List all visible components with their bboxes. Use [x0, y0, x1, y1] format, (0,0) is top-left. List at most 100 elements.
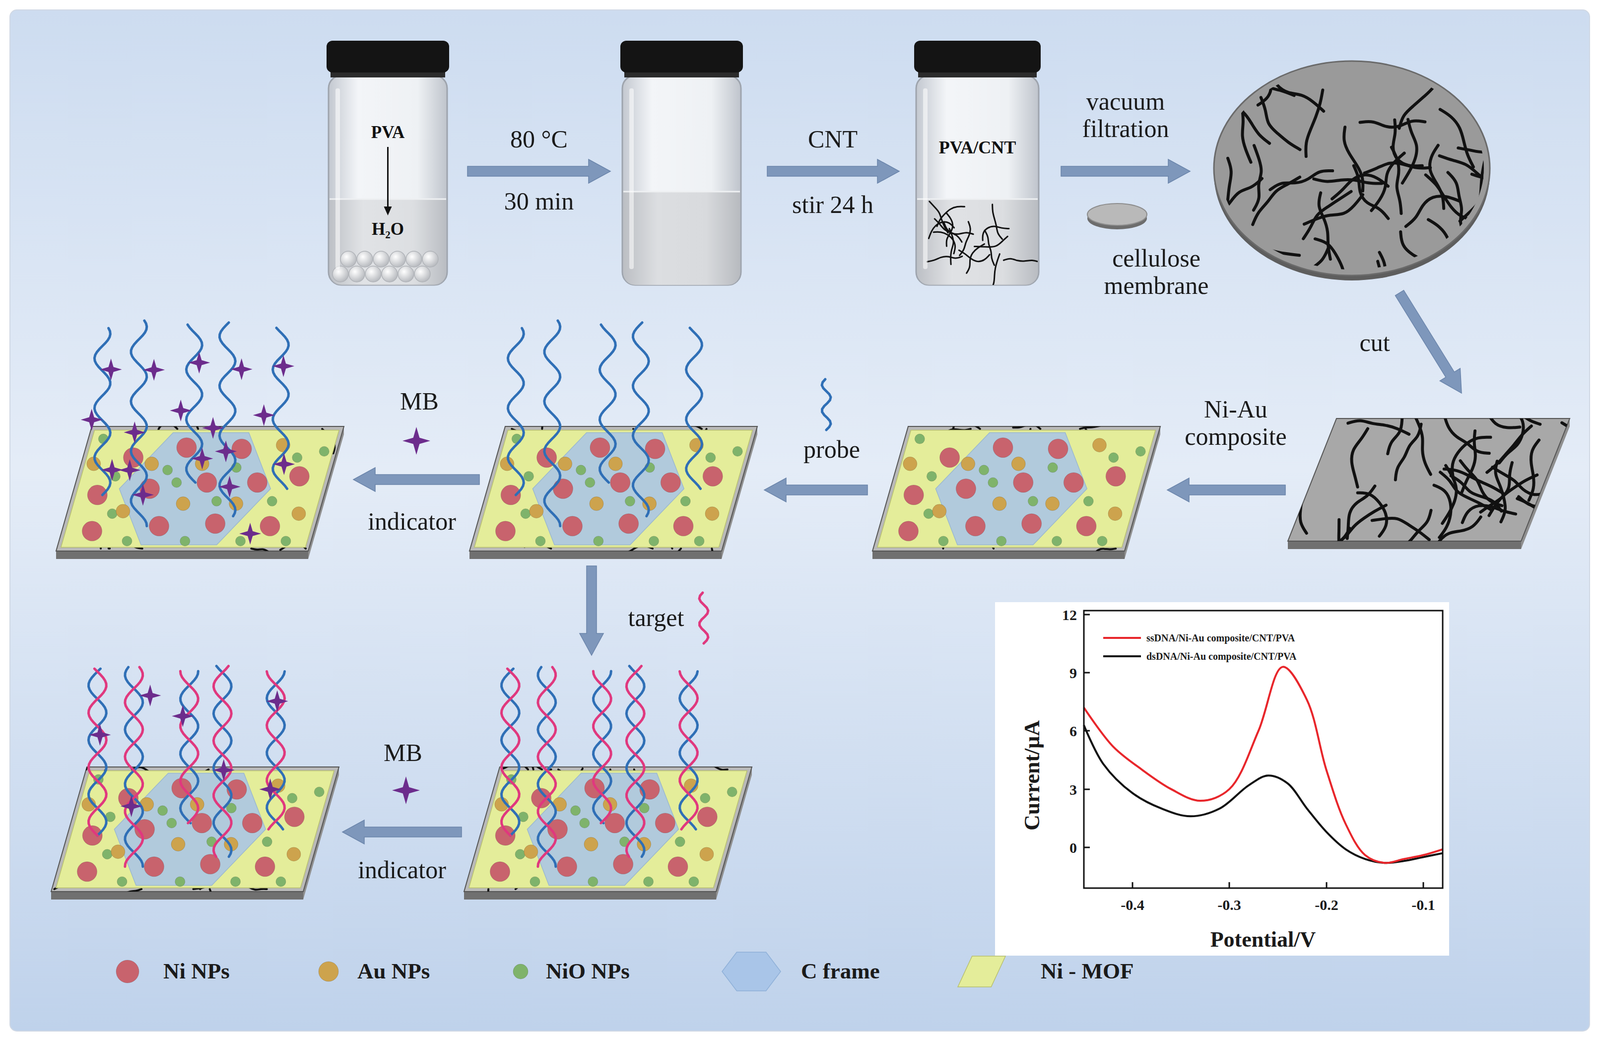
ni-particle [205, 513, 226, 534]
ni-particle [898, 521, 919, 541]
carbon-nanotube [1387, 395, 1405, 454]
nio-particle [535, 535, 546, 546]
legend-swatch [115, 959, 140, 984]
methylene-blue-star [272, 354, 295, 377]
carbon-nanotube [1402, 119, 1417, 183]
ni-particle [260, 516, 280, 536]
nio-particle [523, 470, 534, 481]
jar-highlight [629, 88, 634, 269]
au-particle [961, 456, 976, 471]
reagent-label: probe [803, 435, 861, 464]
carbon-nanotube [1233, 238, 1300, 256]
nio-particle [705, 452, 716, 463]
target-strand [501, 668, 520, 836]
carbon-nanotube [711, 548, 714, 578]
methylene-blue-star [171, 704, 194, 727]
nio-particle [732, 446, 743, 457]
jar-highlight [923, 88, 928, 269]
process-arrow [764, 477, 868, 502]
part-label: cellulose membrane [1096, 244, 1216, 300]
dna-strands [507, 320, 702, 527]
au-particle [524, 844, 538, 859]
cnt-network [1286, 373, 1584, 580]
dissolve-arrow [387, 146, 389, 208]
au-particle [1011, 456, 1026, 471]
tick-label: 6 [1069, 722, 1077, 739]
plot-frame [1083, 610, 1443, 888]
liquid [329, 199, 447, 285]
ni-particle [148, 516, 169, 536]
au-particle [705, 506, 720, 521]
methylene-blue-star [88, 723, 111, 746]
plate-top [469, 426, 758, 551]
ni-particle [556, 856, 577, 877]
carbon-nanotube [1335, 505, 1387, 544]
carbon-nanotube [958, 250, 990, 262]
axis-title: Current/μA [1020, 720, 1045, 831]
swatch-shape [115, 959, 140, 984]
jar-label: H₂O [371, 219, 404, 240]
methylene-blue-star [392, 776, 420, 804]
probe-strand [593, 670, 611, 823]
legend-swatch [512, 963, 529, 980]
methylene-blue-star [266, 690, 289, 713]
nio-particle [576, 465, 587, 475]
swatch-dot [116, 959, 139, 983]
carbon-nanotube [1315, 238, 1349, 294]
probe-strand [679, 671, 698, 830]
probe-strand [686, 328, 703, 489]
ni-particle [955, 478, 976, 499]
carbon-nanotube [1261, 97, 1301, 150]
carbon-nanotube [1088, 548, 1116, 556]
plate-front [51, 891, 304, 900]
jar-label: PVA [371, 123, 405, 143]
probe-strand [125, 666, 143, 867]
au-particle [144, 456, 159, 471]
carbon-nanotube [113, 888, 142, 897]
dissolve-arrowhead [384, 206, 393, 216]
carbon-nanotube [251, 548, 277, 559]
probe-strand [821, 379, 831, 430]
electrode-plate [872, 405, 1161, 559]
ni-particle [176, 437, 197, 458]
ni-particle [590, 437, 610, 458]
carbon-nanotube [927, 256, 963, 262]
carbon-nanotube [1429, 145, 1444, 209]
legend-swatch [318, 960, 339, 982]
ni-particle [667, 856, 688, 877]
carbon-nanotube [1413, 413, 1431, 474]
chart-panel [995, 601, 1450, 956]
ni-particle [903, 484, 924, 505]
ni-particle [702, 466, 723, 486]
reagent-label: indicator [357, 856, 447, 884]
ni-particle [1048, 438, 1068, 459]
cellulose-membrane [1087, 203, 1147, 226]
methylene-blue-star [212, 758, 235, 781]
jar-lid [914, 40, 1041, 73]
nio-particle [515, 849, 526, 860]
ssdna-curve [1083, 666, 1443, 863]
ni-particle [489, 861, 510, 882]
jar-liquid [917, 199, 1038, 285]
legend-swatch [957, 955, 1006, 987]
dna-strands [88, 666, 285, 867]
process-arrow [1061, 159, 1191, 184]
tick-label: -0.2 [1314, 896, 1339, 913]
carbon-nanotube [1440, 109, 1474, 167]
ni-particle [81, 521, 102, 541]
probe-strand [180, 670, 199, 823]
swatch-shape [722, 951, 781, 991]
carbon-nanotube [929, 201, 948, 233]
step-condition: 30 min [504, 187, 574, 215]
methylene-blue-star [259, 778, 282, 800]
legend-swatch [1103, 653, 1141, 659]
ni-particle [552, 478, 573, 499]
carbon-nanotube [992, 204, 1003, 240]
nio-particle [914, 433, 925, 444]
nio-particle [588, 876, 599, 887]
ni-particle [660, 472, 681, 493]
plate-front [56, 550, 309, 559]
nio-particle [122, 535, 133, 546]
legend-text: NiO NPs [545, 958, 630, 984]
